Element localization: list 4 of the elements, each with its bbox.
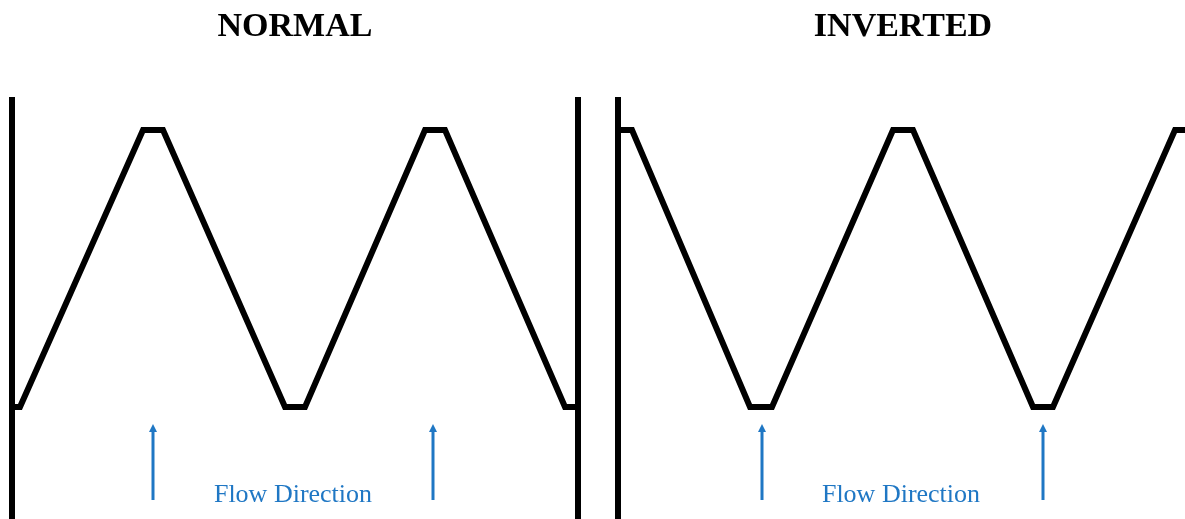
flow-label: Flow Direction <box>821 481 981 507</box>
panel-heading: NORMAL <box>217 8 373 42</box>
flow-label: Flow Direction <box>213 481 373 507</box>
panel-heading: INVERTED <box>813 8 993 42</box>
